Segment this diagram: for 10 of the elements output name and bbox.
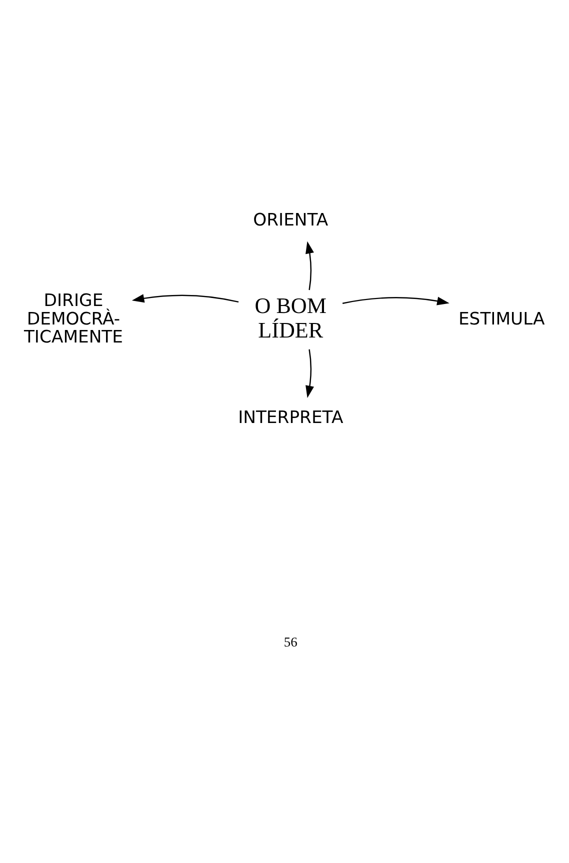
- node-text: INTERPRETA: [238, 408, 344, 428]
- node-text: ORIENTA: [253, 210, 328, 230]
- node-text: DIRIGE DEMOCRÀ- TICAMENTE: [24, 290, 124, 348]
- arrow: [132, 294, 239, 302]
- arrow: [342, 296, 450, 305]
- label: 56: [284, 634, 298, 649]
- arrow: [306, 240, 314, 290]
- node-text: O BOM LÍDER: [254, 292, 327, 342]
- arrow: [306, 348, 314, 398]
- node-text: ESTIMULA: [458, 308, 545, 329]
